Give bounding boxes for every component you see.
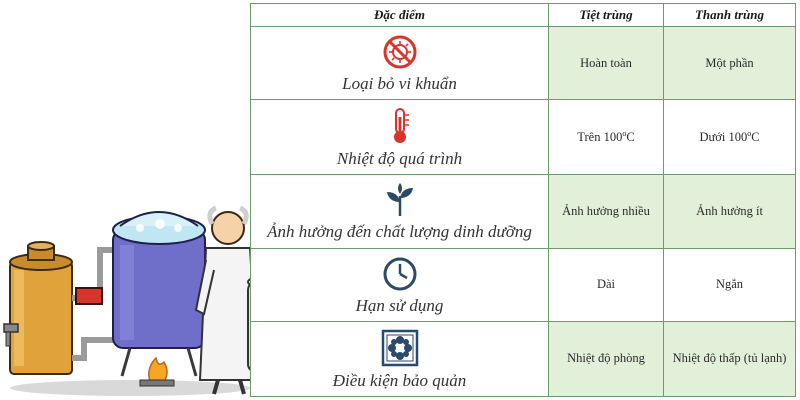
sterilization-value: Trên 100oC — [548, 99, 664, 176]
pasteurization-value: Nhiệt độ thấp (tủ lạnh) — [663, 320, 796, 398]
ground-shadow — [10, 380, 250, 396]
thermometer-icon — [393, 108, 409, 144]
feature-cell: Ảnh hưởng đến chất lượng dinh dưỡng — [250, 174, 549, 249]
table-row: Ảnh hưởng đến chất lượng dinh dưỡng Ảnh … — [250, 174, 796, 249]
no-bacteria-icon — [383, 35, 416, 69]
table-row: Nhiệt độ quá trình Trên 100oC Dưới 100oC — [250, 99, 796, 176]
feature-cell: Loại bỏ vi khuẩn — [250, 25, 549, 101]
pasteurization-value: Ngắn — [663, 247, 796, 322]
pasteurization-value: Dưới 100oC — [663, 99, 796, 176]
sterilization-value: Dài — [548, 247, 664, 322]
sterilization-value: Hoàn toàn — [548, 25, 664, 101]
table-row: Điều kiện bảo quản Nhiệt độ phòng Nhiệt … — [250, 320, 796, 398]
table-row: Loại bỏ vi khuẩn Hoàn toàn Một phần — [250, 25, 796, 101]
sterilization-value: Nhiệt độ phòng — [548, 320, 664, 398]
pasteurization-value: Ảnh hưởng ít — [663, 174, 796, 249]
feature-cell: Nhiệt độ quá trình — [250, 99, 549, 176]
degree-sign: o — [622, 129, 627, 139]
unit-text: C — [751, 130, 760, 145]
blue-vessel — [112, 211, 206, 377]
copper-tank — [3, 241, 73, 375]
clock-icon — [383, 257, 416, 291]
scientist-figure — [194, 205, 260, 395]
valve — [75, 287, 103, 305]
header-feature: Đặc điểm — [250, 3, 549, 27]
snowflake-icon — [381, 329, 418, 367]
table-row: Hạn sử dụng Dài Ngắn — [250, 247, 796, 322]
burner-flame — [139, 356, 175, 387]
header-sterilization: Tiệt trùng — [548, 3, 664, 27]
sterilization-value: Ảnh hưởng nhiều — [548, 174, 664, 249]
feature-label: Hạn sử dụng — [355, 295, 444, 315]
header-row: Đặc điểm Tiệt trùng Thanh trùng — [250, 3, 796, 27]
sterilization-pasteurization-table: Đặc điểm Tiệt trùng Thanh trùng — [250, 3, 796, 398]
value-text: Dưới 100 — [699, 130, 748, 145]
feature-label: Loại bỏ vi khuẩn — [342, 74, 457, 94]
degree-sign: o — [747, 129, 752, 139]
feature-label: Điều kiện bảo quản — [332, 370, 467, 390]
value-text: Trên 100 — [577, 130, 623, 145]
unit-text: C — [626, 130, 635, 145]
header-pasteurization: Thanh trùng — [663, 3, 796, 27]
plant-icon — [386, 183, 413, 217]
feature-cell: Hạn sử dụng — [250, 247, 549, 322]
feature-label: Nhiệt độ quá trình — [336, 149, 463, 169]
pasteurization-value: Một phần — [663, 25, 796, 101]
feature-label: Ảnh hưởng đến chất lượng dinh dưỡng — [267, 222, 532, 242]
feature-cell: Điều kiện bảo quản — [250, 320, 549, 398]
